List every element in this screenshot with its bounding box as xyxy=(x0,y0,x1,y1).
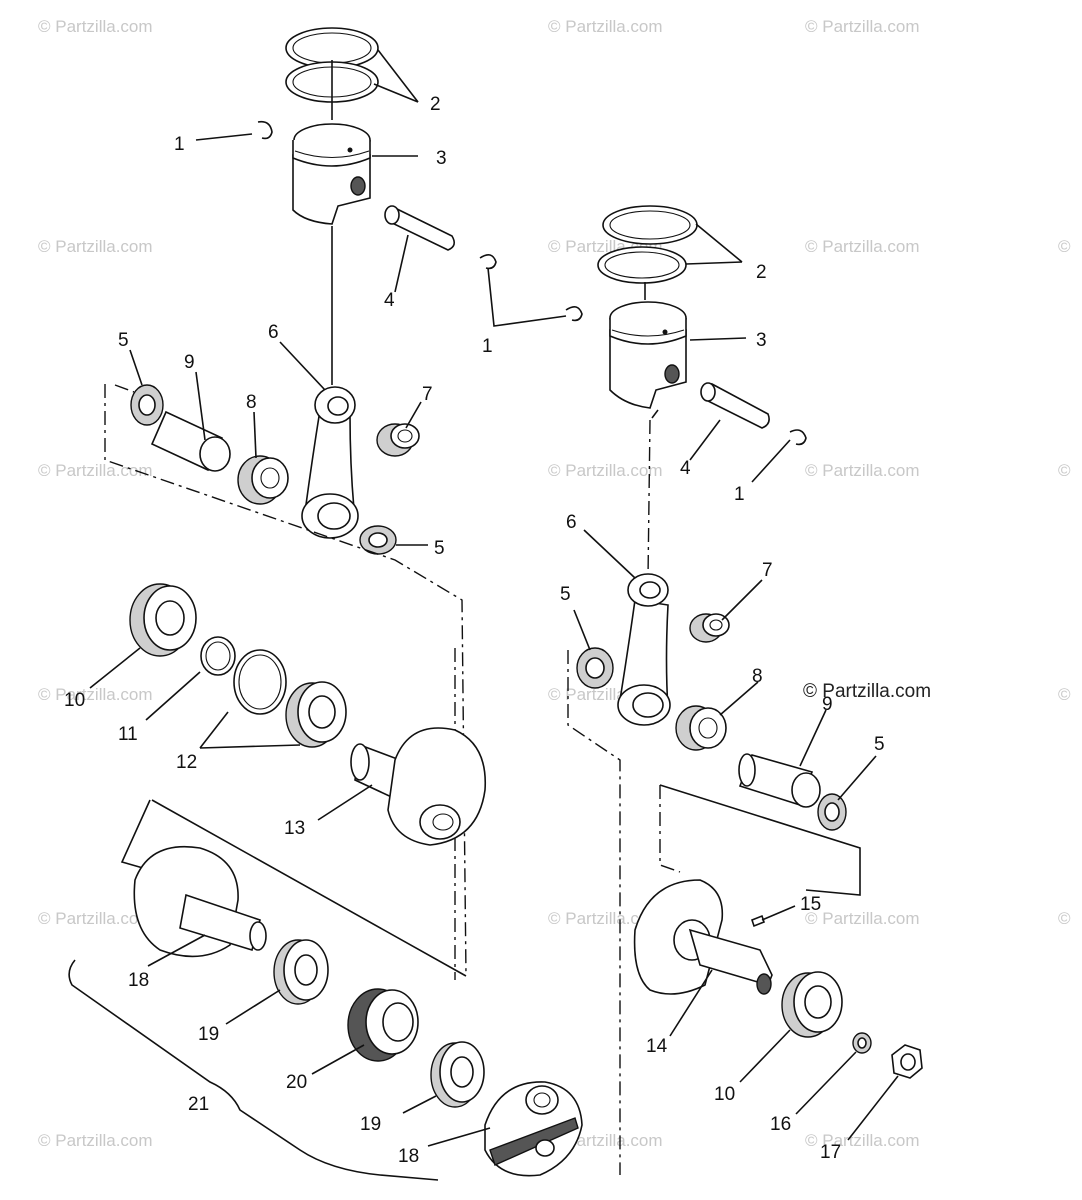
watermark-text: © xyxy=(1058,909,1071,928)
callout-2: 2 xyxy=(430,94,441,115)
crankpin-right xyxy=(738,753,821,808)
main-bearing-left-2 xyxy=(285,681,347,748)
watermark-text: © Partzilla.com xyxy=(805,17,920,36)
nut-17 xyxy=(891,1044,923,1079)
callout-11: 11 xyxy=(118,724,138,745)
piston-rings-right xyxy=(597,205,698,300)
callout-13: 13 xyxy=(284,818,305,839)
thrust-washer-right-bottom xyxy=(817,793,847,831)
callout-5: 5 xyxy=(434,538,445,559)
callout-19: 19 xyxy=(360,1114,381,1135)
callout-4: 4 xyxy=(384,290,395,311)
watermark-text: © Partzilla.com xyxy=(548,17,663,36)
callout-5: 5 xyxy=(874,734,885,755)
labyrinth-seal-20 xyxy=(347,988,419,1062)
callout-2: 2 xyxy=(756,262,767,283)
callout-6: 6 xyxy=(566,512,577,533)
watermark-text: © Partzilla.com xyxy=(38,461,153,480)
callout-3: 3 xyxy=(436,148,447,169)
callout-9: 9 xyxy=(184,352,195,373)
callout-19: 19 xyxy=(198,1024,219,1045)
needle-bearing-right-large xyxy=(675,705,727,751)
callout-15: 15 xyxy=(800,894,821,915)
piston-right xyxy=(609,301,687,409)
callout-17: 17 xyxy=(820,1142,841,1163)
callout-8: 8 xyxy=(246,392,257,413)
callout-16: 16 xyxy=(770,1114,791,1135)
callout-1: 1 xyxy=(734,484,745,505)
crankpin-left xyxy=(150,410,231,472)
main-bearing-left xyxy=(129,583,197,657)
circlip-left-pin xyxy=(479,254,497,270)
callout-21: 21 xyxy=(188,1094,209,1115)
key-15 xyxy=(751,914,765,928)
callout-5: 5 xyxy=(118,330,129,351)
thrust-washer-left-top xyxy=(130,384,164,426)
crankshaft-flywheel-18-bottom xyxy=(484,1081,583,1177)
snap-rings-left-12 xyxy=(233,649,287,715)
washer-16 xyxy=(852,1032,872,1054)
callout-6: 6 xyxy=(268,322,279,343)
callout-7: 7 xyxy=(762,560,773,581)
callout-9: 9 xyxy=(822,694,833,715)
piston-left xyxy=(292,123,371,225)
piston-pin-left xyxy=(384,205,456,251)
watermark-text: © Partzilla.com xyxy=(805,1131,920,1150)
callout-12: 12 xyxy=(176,752,197,773)
callout-10: 10 xyxy=(714,1084,735,1105)
leader-lines xyxy=(89,49,899,1147)
main-bearing-19-b xyxy=(430,1041,485,1108)
callout-7: 7 xyxy=(422,384,433,405)
callout-20: 20 xyxy=(286,1072,307,1093)
watermark-text: © Partzilla.com xyxy=(805,909,920,928)
watermark-text: © Partzilla.com xyxy=(38,1131,153,1150)
circlip-right-pin xyxy=(789,429,807,446)
watermark-text: © Partzilla.com xyxy=(38,17,153,36)
callout-10: 10 xyxy=(64,690,85,711)
snap-ring-left-11 xyxy=(200,636,236,676)
watermark-text: © Partzilla.com xyxy=(805,461,920,480)
watermark-text: © xyxy=(1058,237,1071,256)
circlip-right-top xyxy=(565,306,583,322)
needle-bearing-left-large xyxy=(237,455,289,505)
callout-4: 4 xyxy=(680,458,691,479)
callout-8: 8 xyxy=(752,666,763,687)
watermark-text: © Partzilla.com xyxy=(548,909,663,928)
watermark-prominent: © Partzilla.com xyxy=(803,681,931,702)
connecting-rod-left xyxy=(301,386,359,539)
crankshaft-half-14 xyxy=(633,879,773,995)
piston-pin-right xyxy=(700,382,770,429)
callout-18: 18 xyxy=(128,970,149,991)
watermark-text: © Partzilla.com xyxy=(38,909,153,928)
crankshaft-flywheel-18-top xyxy=(133,845,267,958)
watermark-text: © xyxy=(1058,685,1071,704)
callout-5: 5 xyxy=(560,584,571,605)
callout-18: 18 xyxy=(398,1146,419,1167)
watermark-text: © Partzilla.com xyxy=(805,237,920,256)
connecting-rod-right xyxy=(617,573,671,726)
crankshaft-half-13 xyxy=(350,727,487,846)
circlip-left-top xyxy=(257,120,273,140)
callout-1: 1 xyxy=(174,134,185,155)
main-bearing-19-a xyxy=(273,939,329,1005)
watermark-text: © xyxy=(1058,461,1071,480)
needle-bearing-left-small xyxy=(376,423,420,457)
callout-1: 1 xyxy=(482,336,493,357)
callout-14: 14 xyxy=(646,1036,668,1057)
watermark-layer: © Partzilla.com © Partzilla.com © Partzi… xyxy=(38,17,1071,1150)
callout-3: 3 xyxy=(756,330,767,351)
watermark-text: © Partzilla.com xyxy=(38,685,153,704)
callout-labels: 2 1 3 4 2 1 3 4 1 5 9 8 6 7 5 6 7 5 8 9 … xyxy=(64,94,885,1167)
thrust-washer-right-top xyxy=(576,647,614,689)
main-bearing-right-10 xyxy=(781,971,843,1038)
piston-rings-left xyxy=(285,27,379,120)
watermark-text: © Partzilla.com xyxy=(548,461,663,480)
watermark-text: © Partzilla.com xyxy=(38,237,153,256)
